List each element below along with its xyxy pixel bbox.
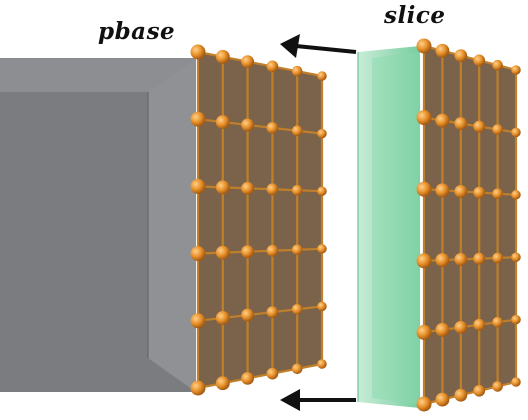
atom [492, 381, 503, 392]
atom [511, 127, 521, 138]
atom [492, 316, 503, 328]
atom [241, 181, 255, 195]
atom [215, 49, 230, 64]
atom [454, 252, 468, 266]
atom [416, 110, 432, 126]
pbase-inner-face [148, 58, 196, 392]
atom [291, 65, 303, 77]
pbase-block [0, 58, 196, 392]
atom [266, 183, 279, 196]
atom [190, 313, 206, 329]
atom [454, 388, 468, 402]
atom [454, 117, 468, 130]
atom [241, 55, 255, 68]
atom [266, 306, 279, 319]
atom [473, 54, 486, 67]
atom [215, 310, 230, 325]
atom [511, 190, 521, 200]
slice-glass [357, 46, 420, 408]
atom [291, 184, 303, 196]
atom [190, 380, 206, 396]
atom [473, 252, 486, 265]
atom [435, 392, 450, 407]
pbase-atom-lattice [190, 44, 327, 396]
atom [473, 186, 486, 199]
pbase-label: pbase [98, 18, 176, 45]
atom [241, 118, 255, 132]
atom [317, 301, 327, 312]
atom [511, 65, 521, 75]
atom [454, 185, 468, 198]
atom [492, 188, 503, 199]
atom [190, 44, 206, 60]
atom [454, 320, 468, 334]
atom [317, 359, 327, 369]
atom [473, 318, 486, 331]
atom [511, 314, 521, 325]
atom [473, 384, 486, 397]
atom [435, 253, 450, 268]
atom [416, 324, 432, 340]
atom [241, 245, 255, 259]
atom [266, 121, 279, 134]
atom [190, 111, 206, 127]
atom [215, 376, 230, 391]
atom [435, 183, 450, 198]
atom [317, 244, 327, 254]
atom [416, 253, 432, 269]
atom [435, 113, 450, 128]
atom [416, 181, 432, 197]
atom [317, 71, 327, 81]
atom [416, 38, 432, 54]
atom [215, 180, 230, 195]
pbase-top-face [0, 58, 196, 92]
atom [266, 60, 279, 73]
atom [492, 124, 503, 135]
atom [190, 246, 206, 262]
atom [215, 245, 230, 260]
atom [190, 178, 206, 194]
atom [435, 43, 450, 58]
atom [291, 125, 303, 137]
slice-label: slice [384, 2, 446, 29]
atom [492, 252, 503, 264]
slice-atom-lattice [416, 38, 521, 412]
atom [473, 120, 486, 133]
atom [291, 363, 303, 375]
arrow-left-icon [280, 34, 357, 58]
atom [435, 322, 450, 337]
atom [454, 49, 468, 62]
atom [266, 244, 279, 257]
arrow-left-icon [280, 389, 356, 411]
atom [266, 367, 279, 380]
atom [241, 372, 255, 385]
atom [291, 244, 303, 256]
lattice-backing [198, 52, 322, 388]
atom [416, 396, 432, 412]
atom [511, 252, 521, 262]
atom [511, 377, 521, 387]
lattice-backing [424, 46, 516, 404]
atom [317, 128, 327, 139]
atom [241, 308, 255, 322]
atom [492, 59, 503, 71]
atom [215, 115, 230, 130]
atom [317, 186, 327, 196]
atom [291, 303, 303, 315]
